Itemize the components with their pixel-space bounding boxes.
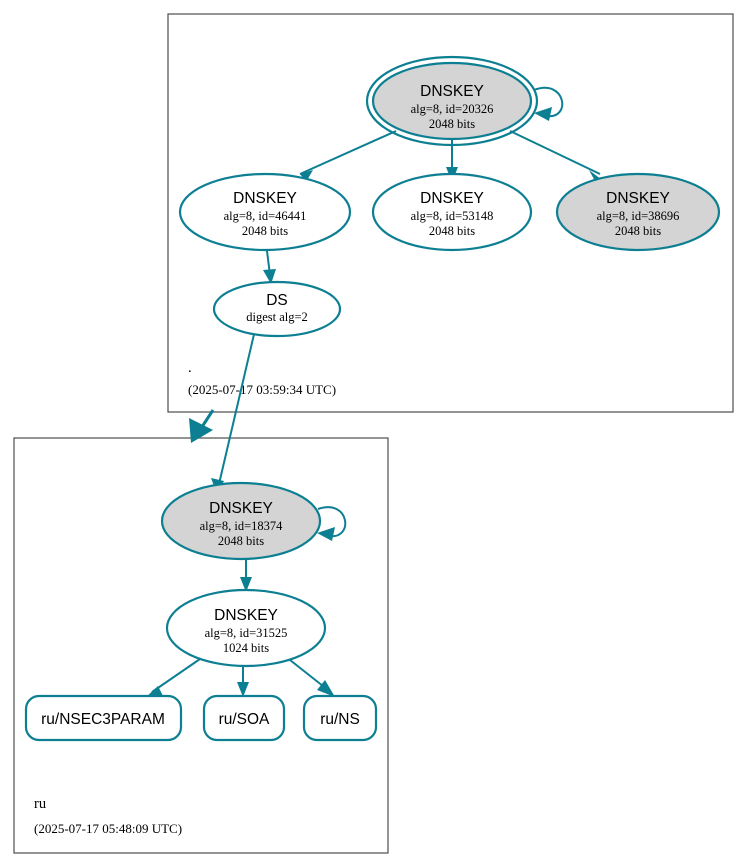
- edge-ru-zsk-to-ns: [289, 659, 335, 697]
- node-title: DNSKEY: [214, 607, 278, 624]
- node-subtitle-keysize: 2048 bits: [242, 224, 288, 238]
- node-title: DNSKEY: [233, 190, 297, 207]
- node-dnskey-root-53148[interactable]: DNSKEY alg=8, id=53148 2048 bits: [371, 172, 533, 252]
- rrset-label: ru/NSEC3PARAM: [41, 711, 165, 728]
- node-title: DNSKEY: [209, 500, 273, 517]
- node-subtitle-digest-alg: digest alg=2: [246, 310, 308, 324]
- node-shape: [212, 280, 342, 338]
- node-subtitle-keysize: 2048 bits: [218, 534, 264, 548]
- cluster-root-zone-timestamp: (2025-07-17 03:59:34 UTC): [188, 382, 336, 397]
- node-subtitle-keysize: 2048 bits: [429, 117, 475, 131]
- node-rrset-ru-nsec3param[interactable]: ru/NSEC3PARAM: [24, 694, 183, 742]
- node-subtitle-keysize: 2048 bits: [429, 224, 475, 238]
- node-dnskey-root-ksk-20326[interactable]: DNSKEY alg=8, id=20326 2048 bits: [365, 55, 539, 147]
- arrow-head-icon: [534, 107, 552, 121]
- node-dnskey-ru-zsk-31525[interactable]: DNSKEY alg=8, id=31525 1024 bits: [165, 588, 327, 668]
- node-dnskey-root-38696[interactable]: DNSKEY alg=8, id=38696 2048 bits: [555, 172, 721, 252]
- node-subtitle-alg-id: alg=8, id=18374: [200, 519, 284, 533]
- node-rrset-ru-ns[interactable]: ru/NS: [302, 694, 378, 742]
- node-rrset-ru-soa[interactable]: ru/SOA: [202, 694, 286, 742]
- cluster-ru-zone-label: ru: [34, 796, 46, 812]
- node-subtitle-keysize: 2048 bits: [615, 224, 661, 238]
- cluster-ru-zone-timestamp: (2025-07-17 05:48:09 UTC): [34, 821, 182, 836]
- arrow-head-thick-icon: [189, 418, 213, 443]
- node-shape: [165, 588, 327, 668]
- node-title: DNSKEY: [420, 190, 484, 207]
- rrset-label: ru/SOA: [219, 711, 270, 728]
- arrow-head-icon: [317, 680, 335, 697]
- edge-root-ksk-to-dnskey-46441: [299, 130, 397, 182]
- node-title: DNSKEY: [606, 190, 670, 207]
- node-shape: [555, 172, 721, 252]
- node-subtitle-alg-id: alg=8, id=20326: [411, 102, 494, 116]
- node-subtitle-keysize: 1024 bits: [223, 641, 269, 655]
- node-title: DNSKEY: [420, 83, 484, 100]
- node-shape: [302, 694, 378, 742]
- node-shape: [371, 172, 533, 252]
- node-shape: [371, 61, 533, 141]
- arrow-head-icon: [237, 682, 249, 697]
- self-loop-root-ksk-20326: [533, 86, 564, 121]
- trust-anchor-outer-ring: [365, 55, 539, 147]
- node-shape: [24, 694, 183, 742]
- cluster-root-zone-label: .: [188, 360, 192, 376]
- edge-ru-zsk-to-soa: [237, 667, 249, 697]
- node-subtitle-alg-id: alg=8, id=46441: [224, 209, 307, 223]
- node-subtitle-alg-id: alg=8, id=31525: [205, 626, 288, 640]
- node-title: DS: [266, 292, 288, 309]
- arrow-head-icon: [240, 577, 252, 592]
- node-dnskey-root-46441[interactable]: DNSKEY alg=8, id=46441 2048 bits: [178, 172, 352, 252]
- arrow-head-icon: [317, 527, 335, 541]
- node-subtitle-alg-id: alg=8, id=38696: [597, 209, 680, 223]
- node-shape: [202, 694, 286, 742]
- edge-delegation-root-to-ru: [189, 409, 215, 443]
- node-shape: [178, 172, 352, 252]
- arrow-head-icon: [300, 170, 313, 182]
- edge-ru-ksk-to-ru-zsk: [240, 560, 252, 592]
- node-shape: [160, 481, 322, 561]
- self-loop-ru-ksk-18374: [317, 506, 347, 541]
- arrow-head-icon: [263, 269, 276, 284]
- rrset-label: ru/NS: [320, 711, 360, 728]
- node-subtitle-alg-id: alg=8, id=53148: [411, 209, 494, 223]
- node-ds-root[interactable]: DS digest alg=2: [212, 280, 342, 338]
- node-dnskey-ru-ksk-18374[interactable]: DNSKEY alg=8, id=18374 2048 bits: [160, 481, 322, 561]
